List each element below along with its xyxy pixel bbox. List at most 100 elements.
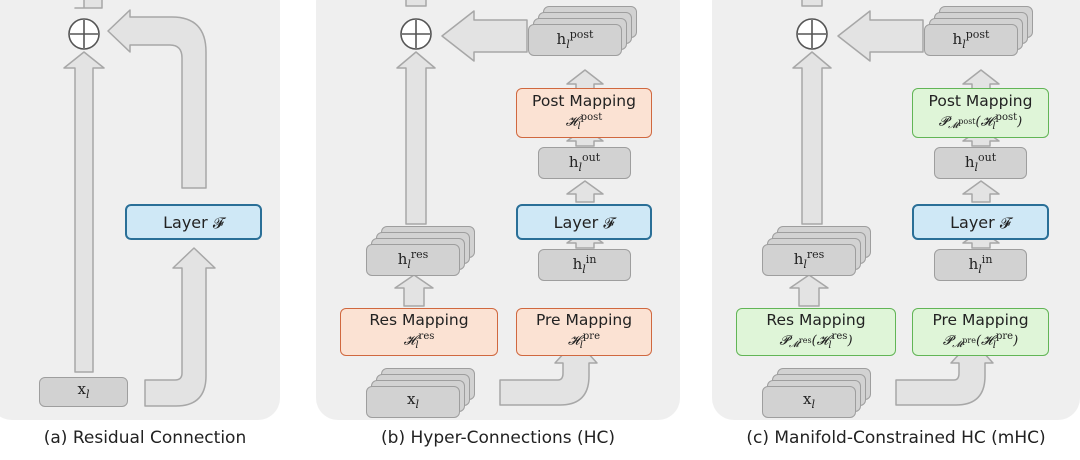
M-superscript: post	[958, 117, 976, 127]
caption-hyper-connections: (b) Hyper-Connections (HC)	[381, 428, 615, 448]
M-symbol: 𝓜	[952, 340, 963, 351]
H-superscript: res	[831, 330, 848, 342]
pre-mapping-node: Pre Mapping 𝓟𝓜pre(𝓗lpre)	[912, 308, 1049, 356]
h-out-node: hlout	[934, 147, 1027, 179]
plus-circle-icon	[68, 18, 100, 50]
up-arrow-icon	[405, 0, 427, 7]
input-x-node: xl	[39, 377, 128, 407]
x-label: x	[407, 390, 416, 408]
up-arrow-icon	[962, 69, 1000, 90]
input-x-node: xl	[366, 386, 460, 418]
M-symbol: 𝓜	[788, 340, 799, 351]
up-arrow-icon	[962, 180, 1000, 203]
h-superscript: res	[410, 248, 429, 261]
h-superscript: out	[582, 151, 601, 164]
x-label: x	[803, 390, 812, 408]
up-arrow-icon	[394, 274, 434, 307]
h-in-node: hlin	[934, 249, 1027, 281]
h-post-node: hlpost	[528, 24, 622, 56]
input-x-node: xl	[762, 386, 856, 418]
x-subscript: l	[415, 398, 419, 411]
P-symbol: 𝓟	[942, 332, 953, 348]
h-superscript: out	[978, 151, 997, 164]
post-mapping-label: Post Mapping	[532, 91, 636, 110]
res-mapping-label: Res Mapping	[766, 310, 866, 329]
up-arrow-icon	[792, 51, 832, 225]
up-arrow-icon	[74, 0, 103, 9]
caption-residual: (a) Residual Connection	[43, 428, 247, 448]
post-mapping-label: Post Mapping	[928, 91, 1033, 110]
h-superscript: post	[965, 28, 990, 41]
up-arrow-icon	[566, 180, 604, 203]
H-symbol: 𝓗	[981, 332, 993, 348]
curved-arrow-icon	[144, 247, 216, 407]
x-subscript: l	[85, 388, 90, 401]
H-subscript: l	[992, 120, 996, 132]
H-superscript: pre	[582, 330, 601, 342]
M-superscript: res	[798, 336, 812, 346]
plus-circle-icon	[400, 18, 432, 50]
h-label: h	[968, 255, 979, 273]
h-superscript: post	[569, 28, 594, 41]
h-out-node: hlout	[538, 147, 631, 179]
H-subscript: l	[828, 339, 832, 351]
h-res-node: hlres	[366, 244, 460, 276]
H-symbol: 𝓗	[816, 332, 829, 348]
M-superscript: pre	[962, 336, 976, 346]
up-arrow-icon	[566, 69, 604, 90]
caption-manifold-constrained: (c) Manifold-Constrained HC (mHC)	[746, 428, 1046, 448]
h-subscript: l	[803, 258, 807, 271]
H-superscript: pre	[995, 330, 1014, 342]
h-superscript: in	[981, 253, 993, 266]
H-symbol: 𝓗	[980, 113, 993, 129]
h-subscript: l	[407, 258, 411, 271]
layer-node: Layer 𝓕	[125, 204, 262, 240]
layer-symbol: 𝓕	[603, 213, 615, 232]
layer-symbol: 𝓕	[212, 213, 224, 232]
h-res-node: hlres	[762, 244, 856, 276]
H-superscript: post	[995, 111, 1018, 123]
layer-node: Layer 𝓕	[912, 204, 1049, 240]
h-label: h	[964, 153, 975, 171]
up-arrow-icon	[63, 51, 105, 373]
h-superscript: res	[806, 248, 825, 261]
left-arrow-icon	[441, 10, 528, 62]
x-subscript: l	[811, 398, 815, 411]
h-label: h	[397, 250, 408, 268]
layer-label: Layer	[163, 212, 213, 232]
h-label: h	[568, 153, 579, 171]
up-arrow-icon	[396, 51, 436, 225]
H-subscript: l	[415, 339, 419, 351]
pre-mapping-label: Pre Mapping	[932, 310, 1029, 329]
layer-node: Layer 𝓕	[516, 204, 652, 240]
plus-circle-icon	[796, 18, 828, 50]
layer-label: Layer	[553, 212, 604, 232]
H-subscript: l	[579, 339, 583, 351]
h-superscript: in	[585, 253, 597, 266]
h-in-node: hlin	[538, 249, 631, 281]
up-arrow-icon	[801, 0, 823, 7]
P-symbol: 𝓟	[938, 113, 949, 129]
pre-mapping-node: Pre Mapping 𝓗lpre	[516, 308, 652, 356]
post-mapping-node: Post Mapping 𝓟𝓜post(𝓗lpost)	[912, 88, 1049, 138]
H-symbol: 𝓗	[403, 332, 416, 348]
pre-mapping-label: Pre Mapping	[535, 310, 633, 329]
x-label: x	[77, 380, 86, 398]
res-mapping-label: Res Mapping	[369, 310, 469, 329]
h-subscript: l	[578, 161, 583, 174]
left-arrow-icon	[837, 10, 924, 62]
curved-arrow-icon	[107, 9, 207, 189]
H-subscript: l	[577, 120, 581, 132]
h-subscript: l	[974, 161, 979, 174]
h-label: h	[793, 250, 804, 268]
layer-symbol: 𝓕	[999, 213, 1011, 232]
H-subscript: l	[992, 339, 996, 351]
H-superscript: post	[580, 111, 603, 123]
layer-label: Layer	[950, 212, 1000, 232]
post-mapping-node: Post Mapping 𝓗lpost	[516, 88, 652, 138]
h-subscript: l	[962, 38, 966, 51]
h-label: h	[952, 30, 963, 48]
H-symbol: 𝓗	[567, 332, 580, 348]
h-post-node: hlpost	[924, 24, 1018, 56]
